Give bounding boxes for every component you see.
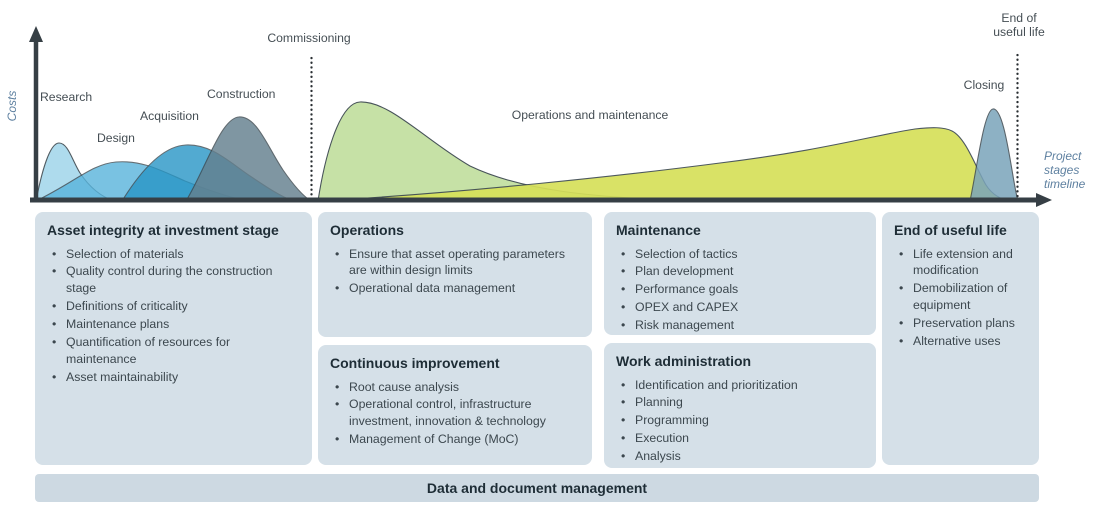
list-item: Asset maintainability: [47, 369, 300, 386]
list-item: Plan development: [616, 263, 864, 280]
commissioning-label: Commissioning: [267, 31, 350, 45]
list-item: Operational control, infrastructure inve…: [330, 396, 580, 430]
continuous-improvement-box: Continuous improvement Root cause analys…: [318, 345, 592, 465]
maintenance-list: Selection of tactics Plan development Pe…: [616, 246, 864, 335]
list-item: Selection of tactics: [616, 246, 864, 263]
maintenance-title: Maintenance: [616, 222, 701, 238]
list-item: Preservation plans: [894, 315, 1027, 332]
lifecycle-cost-chart: Research Design Acquisition Construction…: [0, 0, 1104, 210]
y-axis-arrow-icon: [29, 26, 43, 42]
list-item: Identification and prioritization: [616, 377, 864, 394]
acquisition-label: Acquisition: [140, 109, 199, 123]
timeline-axis-label-line3: timeline: [1044, 177, 1086, 191]
data-and-document-management-bar: Data and document management: [35, 474, 1039, 502]
list-item: Planning: [616, 394, 864, 411]
list-item: Quality control during the construction …: [47, 263, 300, 297]
construction-label: Construction: [207, 87, 275, 101]
list-item: Quantification of resources for maintena…: [47, 334, 300, 368]
end-of-useful-life-label-line2: useful life: [993, 25, 1045, 39]
work-administration-list: Identification and prioritization Planni…: [616, 377, 864, 466]
operations-box: Operations Ensure that asset operating p…: [318, 212, 592, 337]
list-item: Root cause analysis: [330, 379, 580, 396]
closing-label: Closing: [964, 78, 1005, 92]
list-item: Performance goals: [616, 281, 864, 298]
maintenance-box: Maintenance Selection of tactics Plan de…: [604, 212, 876, 335]
list-item: Definitions of criticality: [47, 298, 300, 315]
research-label: Research: [40, 90, 92, 104]
costs-axis-label: Costs: [5, 91, 19, 122]
continuous-improvement-list: Root cause analysis Operational control,…: [330, 379, 580, 449]
timeline-axis-label-line1: Project: [1044, 149, 1082, 163]
closing-curve: [969, 108, 1019, 202]
end-of-useful-life-label-line1: End of: [1001, 11, 1037, 25]
asset-integrity-box: Asset integrity at investment stage Sele…: [35, 212, 312, 465]
asset-integrity-title: Asset integrity at investment stage: [47, 222, 279, 238]
list-item: Life extension and modification: [894, 246, 1027, 280]
end-of-useful-life-list: Life extension and modification Demobili…: [894, 246, 1027, 351]
cost-curves-svg: Research Design Acquisition Construction…: [5, 11, 1086, 207]
list-item: Operational data management: [330, 280, 580, 297]
list-item: Selection of materials: [47, 246, 300, 263]
operations-and-maintenance-label: Operations and maintenance: [512, 108, 669, 122]
asset-integrity-list: Selection of materials Quality control d…: [47, 246, 300, 387]
construction-curve: [185, 116, 313, 202]
list-item: Maintenance plans: [47, 316, 300, 333]
list-item: OPEX and CAPEX: [616, 299, 864, 316]
x-axis-arrow-icon: [1036, 193, 1052, 207]
list-item: Programming: [616, 412, 864, 429]
list-item: Risk management: [616, 317, 864, 334]
list-item: Analysis: [616, 448, 864, 465]
end-of-useful-life-box: End of useful life Life extension and mo…: [882, 212, 1039, 465]
continuous-improvement-title: Continuous improvement: [330, 355, 500, 371]
operations-list: Ensure that asset operating parameters a…: [330, 246, 580, 298]
design-label: Design: [97, 131, 135, 145]
timeline-axis-label-line2: stages: [1044, 163, 1079, 177]
list-item: Demobilization of equipment: [894, 280, 1027, 314]
work-administration-title: Work administration: [616, 353, 752, 369]
operations-title: Operations: [330, 222, 404, 238]
work-administration-box: Work administration Identification and p…: [604, 343, 876, 468]
list-item: Management of Change (MoC): [330, 431, 580, 448]
list-item: Alternative uses: [894, 333, 1027, 350]
end-of-useful-life-title: End of useful life: [894, 222, 1007, 238]
list-item: Ensure that asset operating parameters a…: [330, 246, 580, 280]
list-item: Execution: [616, 430, 864, 447]
